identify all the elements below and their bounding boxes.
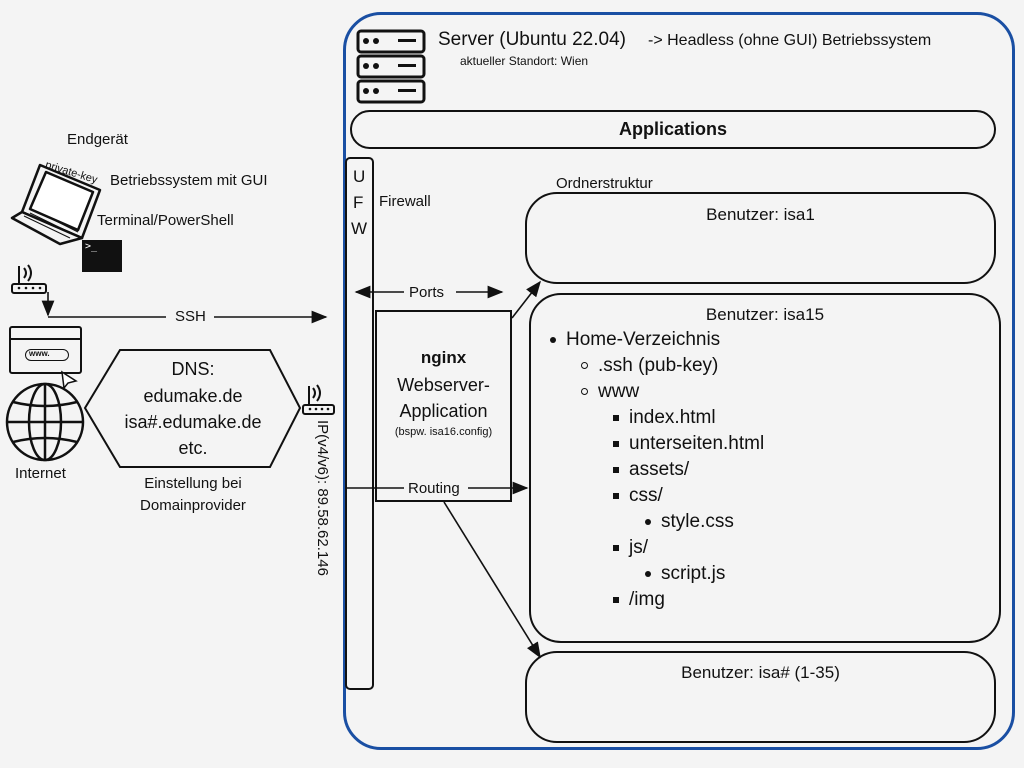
user-isa-range-label: Benutzer: isa# (1-35) bbox=[681, 663, 840, 682]
ufw-letter-w: W bbox=[351, 219, 368, 238]
dns-line3: etc. bbox=[178, 438, 208, 458]
dns-title: DNS: bbox=[171, 359, 215, 379]
tree-style: style.css bbox=[645, 511, 734, 532]
dns-line2: isa#.edumake.de bbox=[124, 412, 262, 432]
routing-label: Routing bbox=[406, 480, 462, 497]
tree-home: Home-Verzeichnis bbox=[549, 329, 721, 350]
folder-structure-label: Ordnerstruktur bbox=[556, 175, 653, 192]
terminal-label: Terminal/PowerShell bbox=[97, 212, 234, 229]
server-location: aktueller Standort: Wien bbox=[460, 54, 589, 68]
dns-setting-line2: Domainprovider bbox=[140, 497, 246, 514]
user-isa15-label: Benutzer: isa15 bbox=[705, 305, 825, 324]
firewall-label: Firewall bbox=[379, 193, 431, 210]
nginx-box bbox=[375, 310, 512, 502]
terminal-prompt: >_ bbox=[85, 241, 98, 252]
user-box-isa-range: Benutzer: isa# (1-35) bbox=[525, 651, 996, 743]
applications-label: Applications bbox=[618, 119, 727, 139]
ip-label: IP(v4/v6): 89.58.62.146 bbox=[314, 420, 331, 576]
nginx-name: nginx bbox=[420, 348, 467, 367]
browser-url-text: www. bbox=[29, 349, 50, 358]
ufw-letter-u: U bbox=[353, 167, 366, 186]
tree-js: js/ bbox=[613, 537, 648, 558]
device-label: Endgerät bbox=[67, 131, 128, 148]
tree-css: css/ bbox=[613, 485, 663, 506]
server-note: -> Headless (ohne GUI) Betriebssystem bbox=[648, 32, 932, 49]
tree-img: /img bbox=[613, 589, 665, 610]
ufw-firewall-column bbox=[345, 157, 374, 690]
nginx-example: (bspw. isa16.config) bbox=[394, 426, 493, 438]
internet-label: Internet bbox=[15, 465, 66, 482]
user-box-isa15: Benutzer: isa15 bbox=[529, 293, 1001, 643]
tree-index: index.html bbox=[613, 407, 716, 428]
server-frame bbox=[343, 12, 1015, 750]
tree-unterseiten: unterseiten.html bbox=[612, 433, 765, 454]
tree-script: script.js bbox=[644, 563, 726, 584]
applications-bar: Applications bbox=[350, 110, 996, 149]
ufw-letter-f: F bbox=[353, 193, 364, 212]
private-key-label: private-key bbox=[43, 159, 99, 187]
nginx-line2: Application bbox=[399, 401, 488, 421]
user-isa1-label: Benutzer: isa1 bbox=[706, 205, 815, 224]
tree-www: www bbox=[580, 381, 640, 402]
ports-label: Ports bbox=[409, 284, 445, 301]
terminal-icon: >_ bbox=[82, 240, 122, 272]
tree-assets: assets/ bbox=[612, 459, 690, 480]
dns-setting-line1: Einstellung bei bbox=[144, 475, 242, 492]
server-title: Server (Ubuntu 22.04) bbox=[438, 29, 626, 50]
os-label: Betriebssystem mit GUI bbox=[110, 172, 268, 189]
ssh-label: SSH bbox=[175, 308, 206, 325]
tree-ssh: .ssh (pub-key) bbox=[580, 355, 719, 376]
nginx-line1: Webserver- bbox=[397, 375, 490, 395]
dns-line1: edumake.de bbox=[143, 386, 243, 406]
browser-window-icon: www. bbox=[9, 326, 82, 374]
user-box-isa1: Benutzer: isa1 bbox=[525, 192, 996, 284]
